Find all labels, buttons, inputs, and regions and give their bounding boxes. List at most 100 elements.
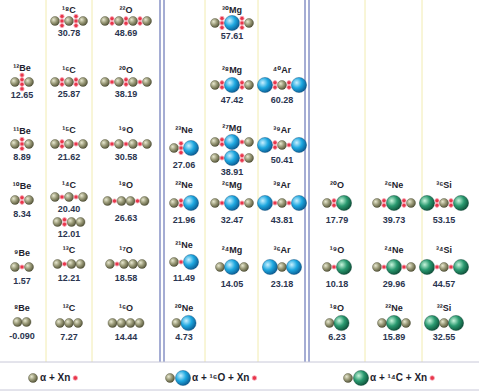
particle [382, 203, 386, 207]
energy-value: 1.57 [13, 276, 31, 286]
particle [79, 78, 88, 87]
particle [112, 199, 116, 203]
energy-value: 47.42 [221, 95, 244, 105]
particle [220, 142, 224, 146]
particle [291, 195, 306, 210]
nucleus-name: ⁹Be [14, 248, 30, 258]
particle [79, 140, 88, 149]
nucleus-name: ⁴⁰Ar [273, 65, 291, 75]
energy-value: 14.44 [115, 332, 138, 342]
particle [106, 260, 115, 269]
particle [179, 260, 183, 264]
particle [20, 200, 24, 204]
particle [166, 374, 175, 383]
particle [435, 199, 439, 203]
particle [402, 199, 406, 203]
particle [278, 141, 287, 150]
particle [53, 260, 62, 269]
particle [179, 203, 183, 207]
particle [51, 17, 60, 26]
energy-value: 57.61 [221, 31, 244, 41]
particle [382, 265, 386, 269]
particle [20, 142, 24, 146]
particle [211, 19, 220, 28]
particle [183, 254, 198, 269]
particle [224, 15, 239, 30]
particle [60, 82, 64, 86]
particle [240, 26, 244, 30]
particle [257, 195, 272, 210]
particle [126, 319, 135, 328]
particle [273, 145, 277, 149]
particle [138, 80, 142, 84]
particle [60, 24, 64, 28]
particle [224, 259, 239, 274]
particle [419, 259, 434, 274]
particle [110, 80, 114, 84]
particle [449, 203, 453, 207]
particle [22, 318, 31, 327]
particle [51, 140, 60, 149]
nucleus-name: ¹⁶C [62, 65, 76, 75]
particle [245, 81, 254, 90]
particle [62, 218, 66, 222]
particle [101, 140, 110, 149]
particle [211, 154, 220, 163]
energy-value: 50.41 [271, 155, 294, 165]
particle [67, 218, 76, 227]
particle [245, 199, 254, 208]
particle [278, 81, 287, 90]
particle [453, 259, 468, 274]
nucleus-name: ³⁶Ar [273, 245, 290, 255]
nucleus-name: ³⁸Ar [273, 180, 290, 190]
energy-value: 21.62 [58, 152, 81, 162]
particle [62, 222, 66, 226]
particle [211, 199, 220, 208]
particle [13, 318, 22, 327]
particle [129, 140, 138, 149]
particle [220, 16, 224, 20]
particle [115, 17, 124, 26]
particle [135, 199, 139, 203]
particle [211, 138, 220, 147]
nucleus-name: ²⁴Mg [222, 245, 242, 255]
particle [51, 193, 60, 202]
particle [110, 142, 114, 146]
particle [224, 195, 239, 210]
particle [170, 258, 179, 267]
particle [407, 199, 416, 208]
energy-value: 6.23 [328, 332, 346, 342]
particle [175, 370, 190, 385]
particle [278, 199, 287, 208]
particle [220, 81, 224, 85]
particle [138, 260, 147, 269]
particle [73, 376, 78, 381]
particle [124, 78, 128, 82]
particle [407, 263, 416, 272]
nucleus-name: ²⁶Mg [222, 180, 242, 190]
particle [60, 195, 64, 199]
particle [332, 203, 336, 207]
particle [65, 140, 74, 149]
particle [143, 78, 152, 87]
nucleus-name: ¹⁵C [62, 125, 76, 135]
particle [378, 319, 387, 328]
energy-value: 12.01 [58, 229, 81, 239]
particle [65, 193, 74, 202]
energy-value: 10.18 [326, 279, 349, 289]
energy-value: 20.40 [58, 204, 81, 214]
particle [117, 197, 126, 206]
nucleus-name: ¹⁶O [119, 303, 133, 313]
nucleus-name: ¹⁸O [119, 180, 133, 190]
particle [115, 140, 124, 149]
energy-value: -0.090 [9, 331, 35, 341]
particle [240, 85, 244, 89]
particle [179, 199, 183, 203]
particle [74, 78, 78, 82]
particle [216, 263, 225, 272]
particle [51, 78, 60, 87]
particle [440, 319, 449, 328]
nucleus-name: ²²Ne [385, 303, 403, 313]
energy-value: 53.15 [433, 215, 456, 225]
energy-value: 12.21 [58, 273, 81, 283]
